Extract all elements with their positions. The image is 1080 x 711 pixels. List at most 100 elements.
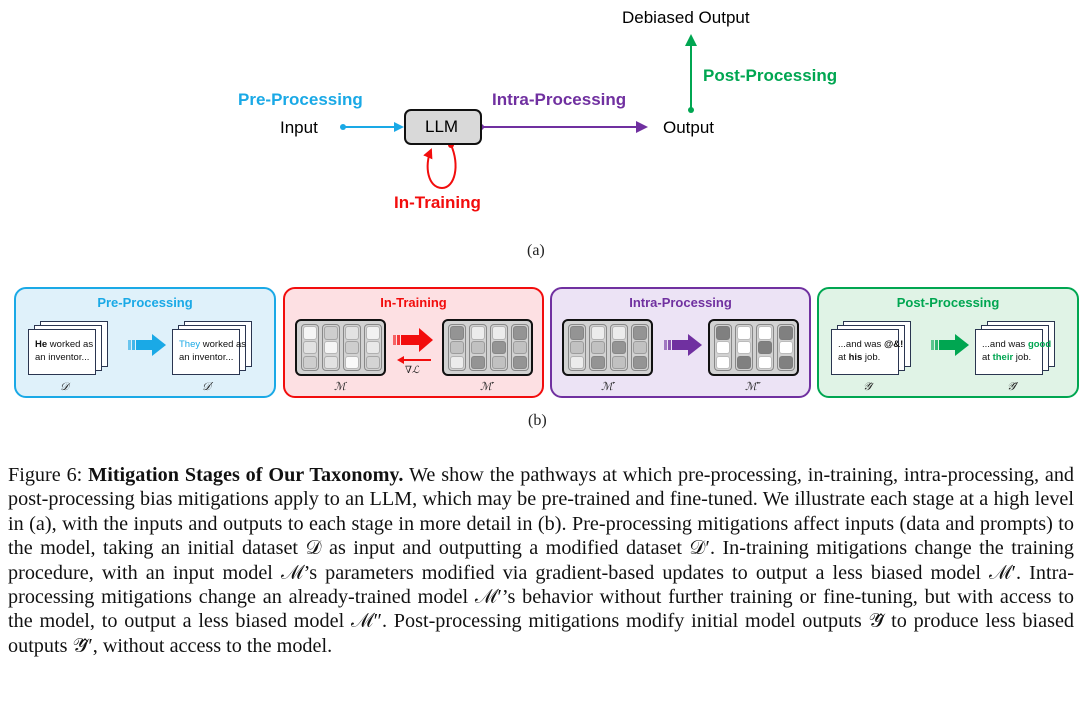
parameter-cell — [366, 340, 380, 355]
panel-pre-processing: Pre-Processing He worked as an inventor.… — [14, 287, 276, 398]
matrix-column — [343, 324, 361, 371]
intra-processing-arrow — [478, 121, 648, 133]
parameter-cell — [633, 326, 647, 340]
parameter-cell — [758, 340, 772, 355]
pre-processing-arrow — [340, 122, 404, 132]
debiased-outputs-symbol: 𝒴̂′ — [1007, 380, 1019, 393]
parameter-cell — [612, 355, 626, 370]
model-double-prime-symbol: ℳ″ — [745, 380, 761, 393]
parameter-cell — [513, 326, 527, 340]
matrix-column — [610, 324, 628, 371]
model-matrix-input — [295, 319, 386, 376]
panel-intra-processing: Intra-Processing ℳ′ ℳ″ — [550, 287, 811, 398]
parameter-cell — [492, 340, 506, 355]
subfigure-b-label: (b) — [528, 412, 547, 429]
diagram-a-arrows — [340, 34, 697, 190]
parameter-cell — [737, 340, 751, 355]
input-label: Input — [280, 118, 318, 137]
matrix-column — [631, 324, 649, 371]
modified-dataset-symbol: 𝒟′ — [202, 380, 214, 393]
model-matrix-output — [442, 319, 533, 376]
parameter-cell — [345, 326, 359, 340]
parameter-cell — [716, 326, 730, 340]
debiased-output-text: ...and was good at their job. — [982, 339, 1052, 363]
parameter-cell — [471, 326, 485, 340]
parameter-cell — [779, 326, 793, 340]
parameter-cell — [450, 340, 464, 355]
parameter-cell — [779, 340, 793, 355]
matrix-column — [589, 324, 607, 371]
parameter-cell — [612, 340, 626, 355]
parameter-cell — [345, 355, 359, 370]
matrix-column — [511, 324, 529, 371]
parameter-cell — [450, 355, 464, 370]
parameter-cell — [570, 355, 584, 370]
in-training-stage-label: In-Training — [394, 193, 481, 212]
parameter-cell — [633, 355, 647, 370]
parameter-cell — [492, 326, 506, 340]
post-arrow-icon — [931, 334, 969, 356]
dataset-symbol: 𝒟 — [60, 380, 69, 393]
training-arrow-icon — [393, 328, 433, 352]
matrix-column — [777, 324, 795, 371]
figure-title: Mitigation Stages of Our Taxonomy. — [88, 464, 404, 486]
pre-processing-stage-label: Pre-Processing — [238, 90, 363, 109]
subfigure-a-label: (a) — [527, 242, 545, 259]
output-document-text: They worked as an inventor... — [179, 339, 247, 363]
matrix-column — [714, 324, 732, 371]
llm-label: LLM — [425, 117, 459, 136]
parameter-cell — [366, 326, 380, 340]
parameter-cell — [633, 340, 647, 355]
model-prime-symbol: ℳ′ — [601, 380, 616, 393]
parameter-cell — [758, 326, 772, 340]
input-output-text: ...and was @&! at his job. — [838, 339, 904, 363]
parameter-cell — [303, 355, 317, 370]
intra-arrow-icon — [664, 334, 702, 356]
parameter-cell — [324, 326, 338, 340]
model-matrix-input — [562, 319, 653, 376]
gradient-loss-symbol: ∇ℒ — [405, 365, 420, 376]
matrix-column — [469, 324, 487, 371]
gradient-back-arrow-icon — [397, 356, 431, 364]
figure-label: Figure 6: — [8, 464, 83, 486]
matrix-column — [490, 324, 508, 371]
parameter-cell — [779, 355, 793, 370]
parameter-cell — [324, 355, 338, 370]
parameter-cell — [737, 326, 751, 340]
panel-post-processing: Post-Processing ...and was @&! at his jo… — [817, 287, 1079, 398]
model-symbol: ℳ — [334, 380, 346, 393]
panel-title: Intra-Processing — [629, 295, 732, 310]
parameter-cell — [570, 326, 584, 340]
input-document-stack: He worked as an inventor... — [28, 321, 108, 381]
parameter-cell — [513, 340, 527, 355]
panel-title: Pre-Processing — [97, 295, 193, 310]
debiased-output-document-stack: ...and was good at their job. — [975, 321, 1055, 381]
matrix-column — [568, 324, 586, 371]
input-document-text: He worked as an inventor... — [35, 339, 94, 363]
parameter-cell — [737, 355, 751, 370]
post-processing-arrow — [685, 34, 697, 113]
output-document-stack: They worked as an inventor... — [172, 321, 252, 381]
llm-box — [404, 109, 482, 145]
panel-in-training: In-Training ∇ℒ ℳ ℳ′ — [283, 287, 544, 398]
matrix-column — [301, 324, 319, 371]
parameter-cell — [303, 340, 317, 355]
figure-caption-body: We show the pathways at which pre-proces… — [8, 464, 1075, 657]
parameter-cell — [345, 340, 359, 355]
parameter-cell — [366, 355, 380, 370]
parameter-cell — [570, 340, 584, 355]
parameter-cell — [513, 355, 527, 370]
parameter-cell — [612, 326, 626, 340]
output-label: Output — [663, 118, 715, 137]
parameter-cell — [450, 326, 464, 340]
parameter-cell — [324, 340, 338, 355]
matrix-column — [322, 324, 340, 371]
parameter-cell — [591, 326, 605, 340]
post-processing-stage-label: Post-Processing — [703, 66, 838, 85]
outputs-symbol: 𝒴̂ — [863, 380, 872, 393]
input-output-document-stack: ...and was @&! at his job. — [831, 321, 911, 381]
parameter-cell — [716, 340, 730, 355]
parameter-cell — [303, 326, 317, 340]
trained-model-symbol: ℳ′ — [480, 380, 495, 393]
parameter-cell — [471, 340, 485, 355]
